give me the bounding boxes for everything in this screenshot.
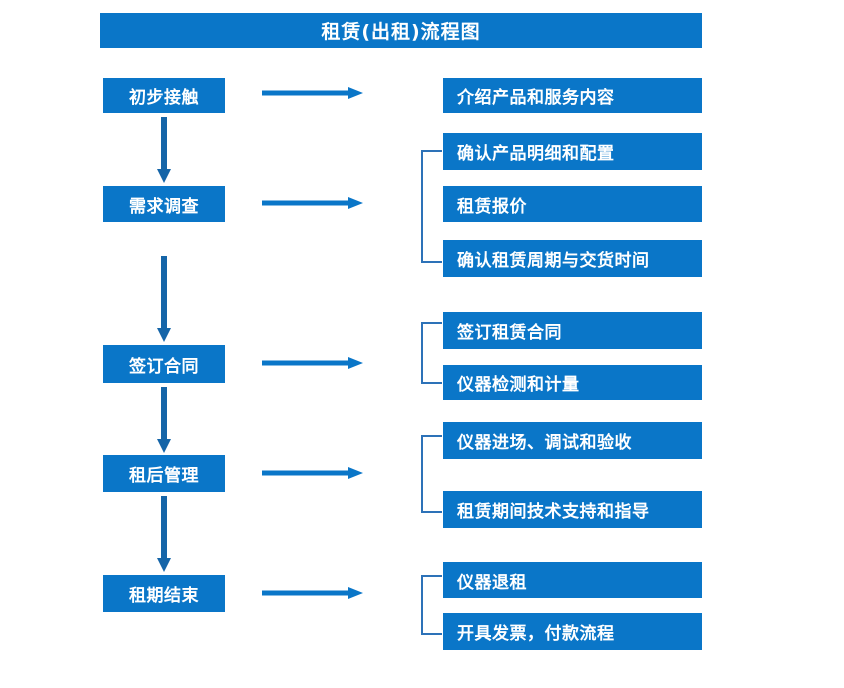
detail-box-9[interactable]: 仪器退租 — [443, 562, 702, 598]
vertical-arrow-icon-2 — [157, 256, 171, 342]
horizontal-arrow-icon-1 — [262, 86, 363, 100]
stage-box-1[interactable]: 初步接触 — [103, 78, 225, 113]
detail-box-2[interactable]: 确认产品明细和配置 — [443, 133, 702, 170]
detail-box-3[interactable]: 租赁报价 — [443, 186, 702, 222]
detail-box-5[interactable]: 签订租赁合同 — [443, 312, 702, 349]
diagram-title: 租赁(出租)流程图 — [100, 13, 702, 48]
horizontal-arrow-icon-5 — [262, 586, 363, 600]
vertical-arrow-icon-3 — [157, 387, 171, 453]
horizontal-arrow-icon-3 — [262, 356, 363, 370]
vertical-arrow-icon-1 — [157, 117, 171, 183]
horizontal-arrow-icon-2 — [262, 196, 363, 210]
detail-box-10[interactable]: 开具发票，付款流程 — [443, 613, 702, 650]
stage-box-2[interactable]: 需求调查 — [103, 186, 225, 222]
detail-box-8[interactable]: 租赁期间技术支持和指导 — [443, 491, 702, 528]
group-bracket-icon-2 — [420, 322, 442, 384]
group-bracket-icon-4 — [420, 575, 442, 635]
vertical-arrow-icon-4 — [157, 496, 171, 572]
stage-box-3[interactable]: 签订合同 — [103, 345, 225, 383]
group-bracket-icon-3 — [420, 435, 442, 513]
detail-box-1[interactable]: 介绍产品和服务内容 — [443, 78, 702, 113]
detail-box-6[interactable]: 仪器检测和计量 — [443, 365, 702, 400]
horizontal-arrow-icon-4 — [262, 466, 363, 480]
group-bracket-icon-1 — [420, 150, 442, 263]
stage-box-5[interactable]: 租期结束 — [103, 575, 225, 612]
detail-box-7[interactable]: 仪器进场、调试和验收 — [443, 422, 702, 459]
detail-box-4[interactable]: 确认租赁周期与交货时间 — [443, 240, 702, 277]
stage-box-4[interactable]: 租后管理 — [103, 455, 225, 492]
